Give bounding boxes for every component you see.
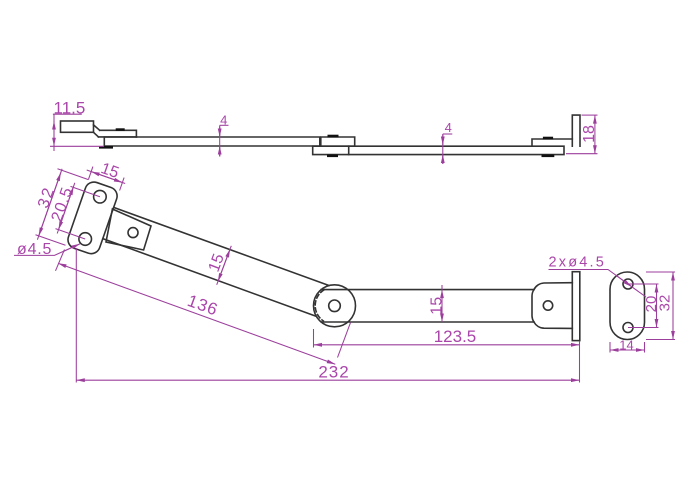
svg-text:4: 4 xyxy=(220,112,227,127)
svg-text:15: 15 xyxy=(99,160,121,182)
svg-text:15: 15 xyxy=(206,252,228,275)
svg-text:ø4.5: ø4.5 xyxy=(17,241,52,258)
svg-text:2xø4.5: 2xø4.5 xyxy=(549,255,607,271)
svg-text:20: 20 xyxy=(643,296,660,313)
svg-text:14: 14 xyxy=(619,338,633,353)
svg-text:18: 18 xyxy=(581,125,598,143)
svg-text:15: 15 xyxy=(429,297,446,315)
svg-text:4: 4 xyxy=(445,120,452,135)
svg-text:232: 232 xyxy=(318,363,349,382)
svg-text:11.5: 11.5 xyxy=(54,98,86,117)
svg-text:136: 136 xyxy=(185,291,221,320)
svg-text:123.5: 123.5 xyxy=(434,327,477,346)
svg-text:32: 32 xyxy=(657,295,674,312)
svg-text:32: 32 xyxy=(35,184,58,210)
